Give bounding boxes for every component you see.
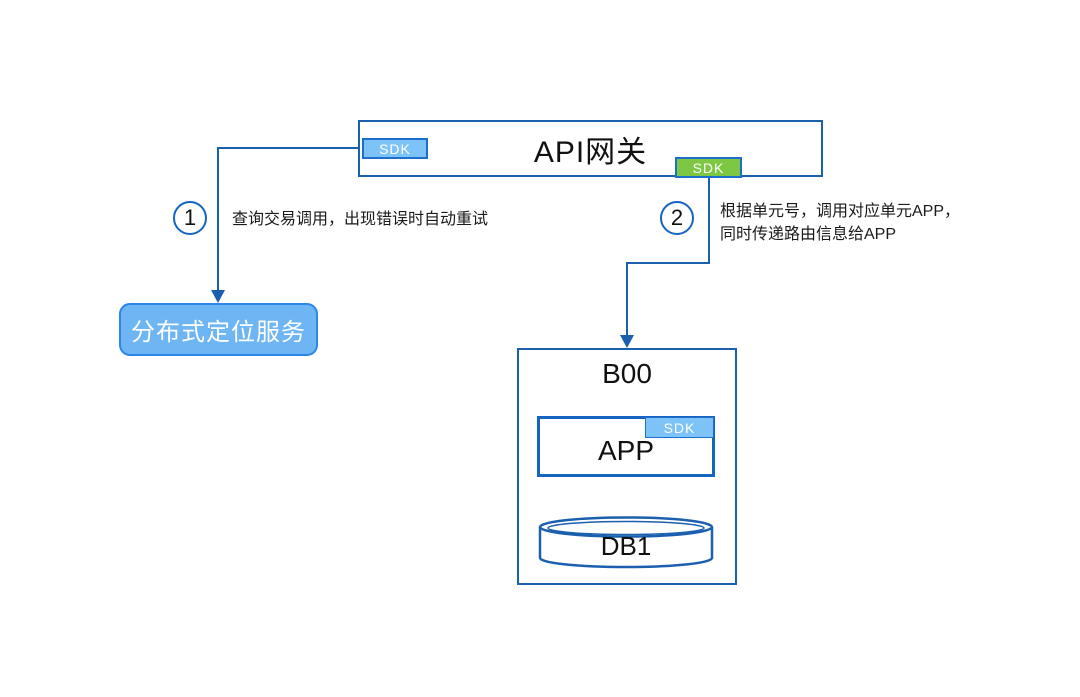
step2-annotation-line2: 同时传递路由信息给APP bbox=[720, 226, 897, 243]
gateway-sdk-right-badge: SDK bbox=[675, 157, 742, 178]
app-label: APP bbox=[597, 434, 655, 466]
app-node: APP bbox=[537, 416, 715, 477]
location-service-node: 分布式定位服务 bbox=[119, 303, 318, 356]
connector2-arrowhead-icon bbox=[620, 335, 634, 348]
step2-annotation-line1: 根据单元号，调用对应单元APP， bbox=[720, 203, 961, 220]
connector2-vertical-line-upper bbox=[708, 178, 710, 264]
gateway-sdk-left-badge: SDK bbox=[362, 138, 428, 159]
connector1-arrowhead-icon bbox=[211, 290, 225, 303]
app-sdk-badge: SDK bbox=[645, 417, 714, 438]
connector2-vertical-line-lower bbox=[626, 262, 628, 336]
db1-label: DB1 bbox=[600, 531, 652, 561]
api-gateway-title: API网关 bbox=[533, 135, 648, 169]
connector1-horizontal-line bbox=[218, 147, 362, 149]
step1-annotation: 查询交易调用，出现错误时自动重试 bbox=[232, 211, 489, 228]
step2-annotation: 根据单元号，调用对应单元APP， 同时传递路由信息给APP bbox=[720, 200, 960, 246]
unit-b00-title: B00 bbox=[602, 358, 652, 389]
api-gateway-node: API网关 bbox=[358, 120, 823, 177]
connector1-vertical-line bbox=[217, 147, 219, 291]
connector2-horizontal-line bbox=[626, 262, 710, 264]
db1-node: DB1 bbox=[537, 515, 715, 571]
database-cylinder-icon bbox=[538, 516, 714, 569]
step1-number-badge: 1 bbox=[173, 201, 207, 235]
step2-number-badge: 2 bbox=[660, 201, 694, 235]
